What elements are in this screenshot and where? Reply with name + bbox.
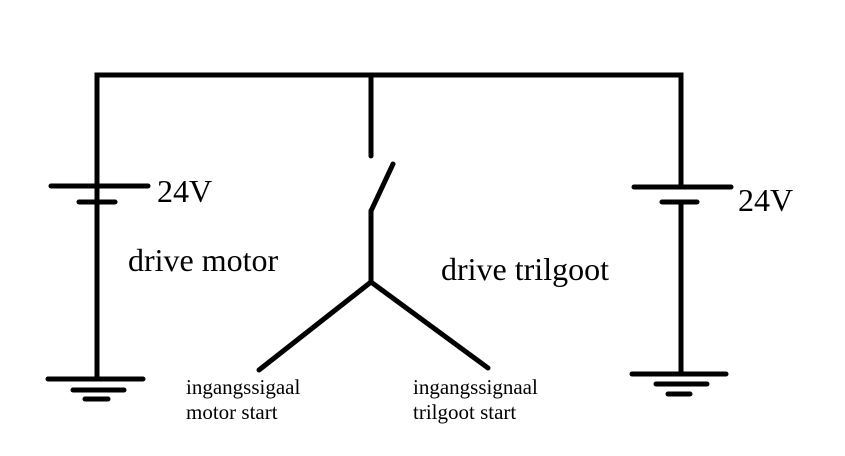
top-bus-wire	[94, 72, 684, 203]
right-ground-icon	[629, 371, 729, 397]
right-input-wire	[368, 279, 491, 371]
left-input-line-2: motor start	[186, 400, 278, 425]
switch-blade	[368, 161, 396, 214]
right-voltage-label: 24V	[738, 182, 794, 218]
right-input-line-1: ingangssignaal	[413, 375, 538, 399]
drive-trilgoot-label: drive trilgoot	[441, 251, 609, 287]
right-input-label: ingangssignaal trilgoot start	[413, 375, 538, 425]
left-input-wire	[256, 279, 374, 373]
drive-motor-label: drive motor	[128, 242, 279, 278]
right-input-line-2: trilgoot start	[413, 400, 517, 425]
left-input-label: ingangssigaal motor start	[186, 375, 300, 425]
left-input-line-1: ingangssigaal	[186, 375, 301, 399]
left-voltage-label: 24V	[157, 173, 213, 209]
right-battery-icon	[631, 184, 734, 205]
left-ground-icon	[45, 376, 146, 402]
switch-open-icon	[368, 72, 396, 285]
